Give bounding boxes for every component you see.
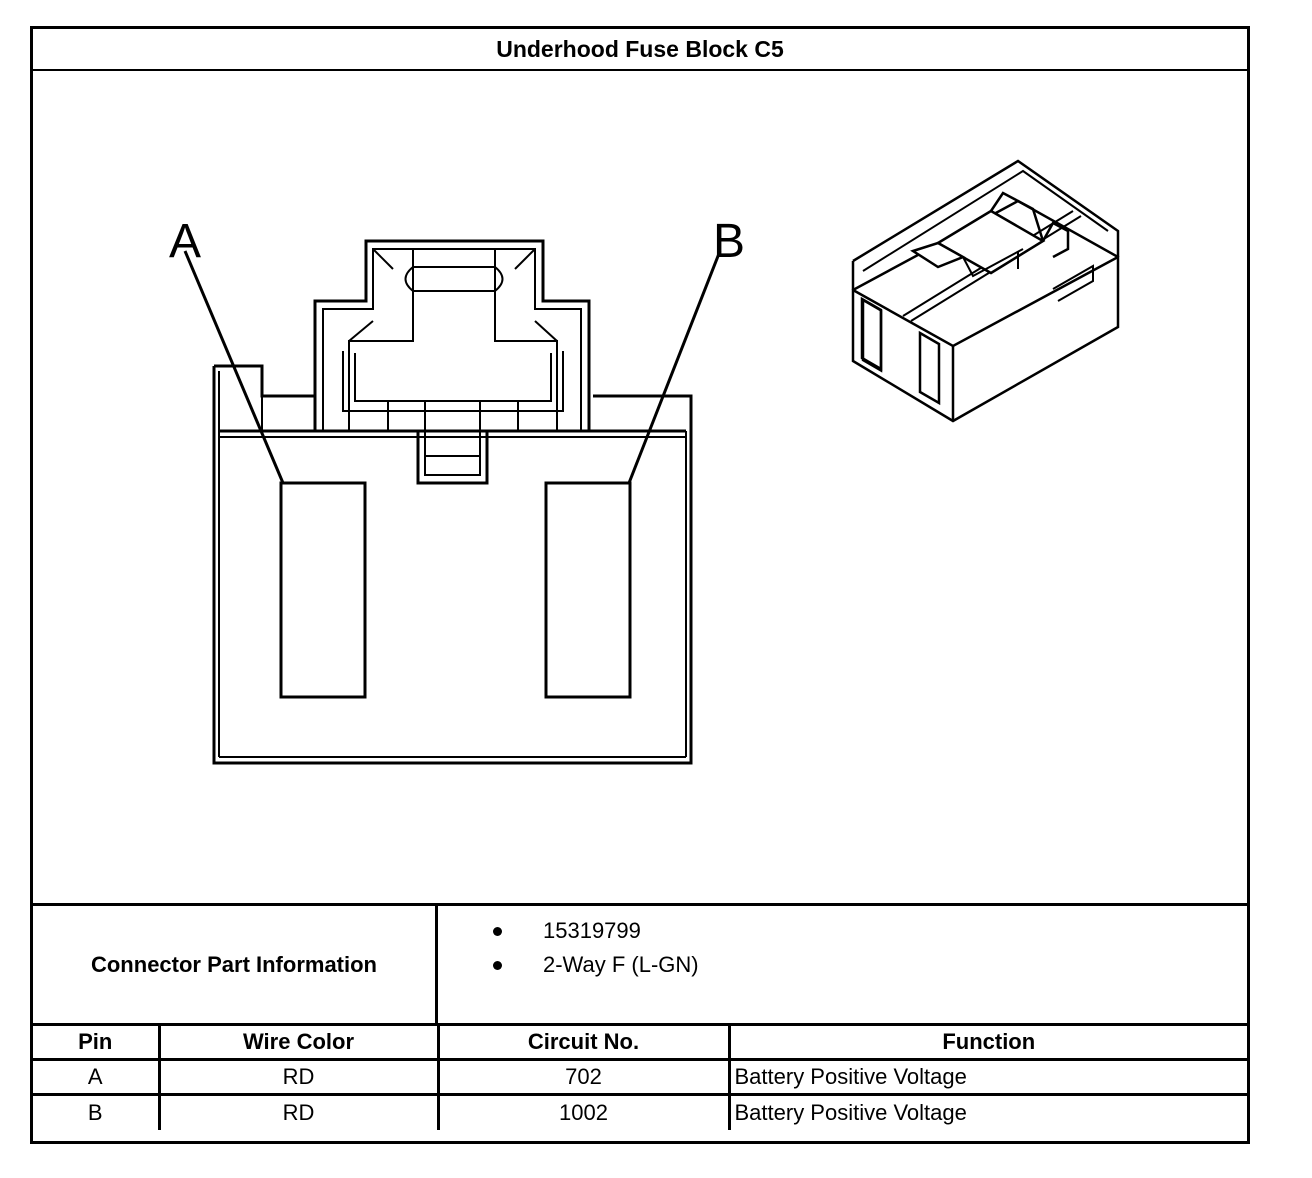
- pin-label-a: A: [169, 215, 201, 268]
- pin-label-b: B: [713, 215, 745, 268]
- leader-b: [627, 250, 722, 484]
- cell-pin: B: [33, 1093, 161, 1130]
- connector-info-list: 15319799 2-Way F (L-GN): [438, 906, 1247, 1023]
- table-header-row: Pin Wire Color Circuit No. Function: [33, 1023, 1247, 1061]
- cell-circuit: 1002: [436, 1093, 731, 1130]
- pin-table: Pin Wire Color Circuit No. Function A RD…: [33, 1023, 1247, 1130]
- page-title: Underhood Fuse Block C5: [33, 29, 1247, 71]
- header-pin: Pin: [33, 1023, 161, 1061]
- table-row: A RD 702 Battery Positive Voltage: [33, 1058, 1247, 1096]
- header-function: Function: [727, 1023, 1247, 1061]
- connector-part-info: Connector Part Information 15319799 2-Wa…: [33, 903, 1247, 1023]
- table-row: B RD 1002 Battery Positive Voltage: [33, 1093, 1247, 1130]
- leader-a: [183, 250, 285, 484]
- cell-wire-color: RD: [157, 1093, 440, 1130]
- connector-front-view: [183, 239, 722, 765]
- connector-info-label: Connector Part Information: [33, 906, 438, 1023]
- cell-pin: A: [33, 1058, 161, 1096]
- part-number: 15319799: [543, 918, 641, 943]
- header-circuit: Circuit No.: [436, 1023, 731, 1061]
- header-wire-color: Wire Color: [157, 1023, 440, 1061]
- connector-diagram: A B: [169, 159, 1120, 765]
- cell-wire-color: RD: [157, 1058, 440, 1096]
- bullet-icon: [493, 960, 502, 970]
- connector-iso-view: [851, 159, 1120, 423]
- connector-sheet: Underhood Fuse Block C5: [30, 26, 1250, 1144]
- cell-function: Battery Positive Voltage: [727, 1093, 1247, 1130]
- cavity-b: [544, 481, 632, 699]
- cell-function: Battery Positive Voltage: [727, 1058, 1247, 1096]
- bullet-icon: [493, 926, 502, 936]
- cell-circuit: 702: [436, 1058, 731, 1096]
- cavity-a: [279, 481, 367, 699]
- connector-description: 2-Way F (L-GN): [543, 952, 699, 977]
